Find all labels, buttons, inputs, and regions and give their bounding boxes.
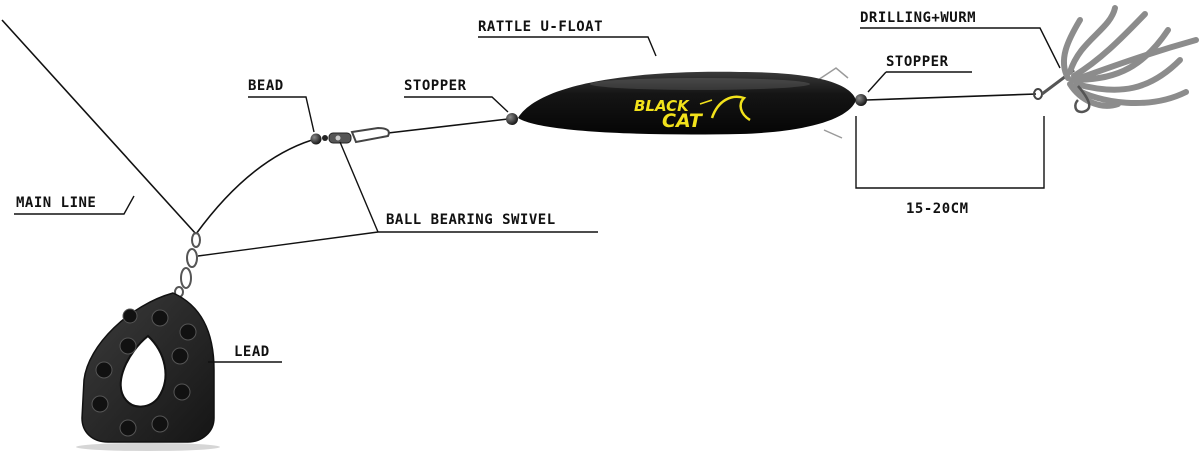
leader-main-line [14, 195, 135, 215]
ball-bearing-swivel [322, 126, 390, 144]
label-rattle-float: RATTLE U-FLOAT [478, 19, 603, 35]
worm [1061, 5, 1199, 109]
black-cat-logo: BLACK CAT [634, 95, 751, 132]
label-stopper-left: STOPPER [404, 78, 467, 94]
leader-stopper-left [404, 96, 509, 113]
svg-text:CAT: CAT [662, 110, 704, 132]
label-stopper-right: STOPPER [886, 54, 949, 70]
leader-lines [14, 27, 1061, 363]
label-bead: BEAD [248, 78, 284, 94]
bead [310, 133, 322, 145]
label-distance: 15-20CM [906, 201, 969, 217]
leader-bead [248, 96, 315, 133]
label-drilling-wurm: DRILLING+WURM [860, 10, 976, 26]
leader-swivel [197, 231, 598, 257]
main-line [1, 19, 197, 235]
lead-studs [91, 308, 197, 437]
leader-drilling [860, 27, 1061, 69]
stopper-right [855, 94, 867, 106]
svg-text:BLACK: BLACK [634, 97, 690, 115]
label-ball-bearing-swivel: BALL BEARING SWIVEL [386, 212, 556, 228]
drilling-hook-worm [1033, 5, 1199, 114]
rig-line [195, 93, 1037, 235]
distance-bracket [855, 116, 1045, 189]
rattle-u-float: BLACK CAT [518, 67, 856, 139]
label-lead: LEAD [234, 344, 270, 360]
lead-weight [76, 292, 220, 451]
label-main-line: MAIN LINE [16, 195, 96, 211]
lead-swivel [174, 232, 201, 298]
stopper-left [506, 113, 518, 125]
leader-rattle-float [478, 36, 657, 57]
